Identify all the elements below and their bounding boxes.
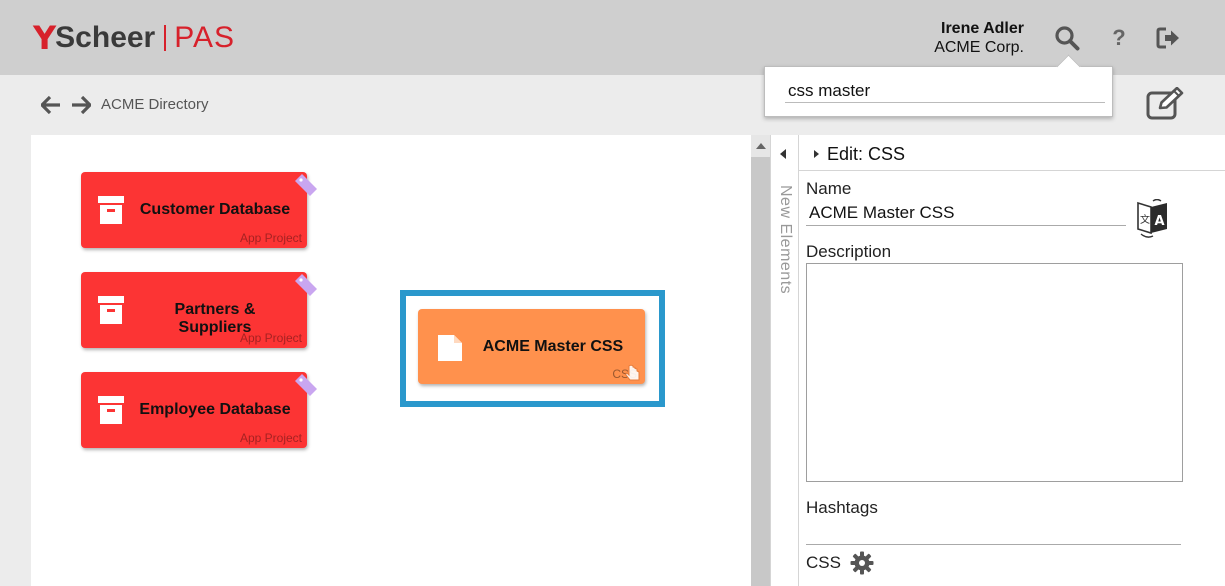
gear-icon[interactable] — [850, 551, 874, 575]
file-icon — [438, 335, 462, 361]
tag-icon — [295, 174, 317, 196]
forward-arrow-icon[interactable] — [70, 94, 92, 116]
collapse-left-icon[interactable] — [780, 149, 786, 159]
panel-title: Edit: CSS — [827, 144, 906, 164]
logout-icon[interactable] — [1155, 24, 1183, 52]
expand-caret-icon[interactable] — [814, 150, 819, 158]
breadcrumb[interactable]: ACME Directory — [101, 96, 209, 113]
hashtags-field[interactable] — [806, 518, 1181, 545]
archive-box-icon — [98, 196, 124, 224]
scroll-up-arrow-icon[interactable] — [751, 135, 770, 157]
description-label: Description — [806, 242, 892, 261]
logo-separator — [164, 25, 167, 51]
hashtags-label: Hashtags — [806, 498, 878, 517]
new-elements-label: New Elements — [777, 185, 794, 295]
logo-mark: Y — [33, 19, 56, 57]
card-acme-master-css[interactable]: ACME Master CSS CSS — [418, 309, 645, 384]
card-type-label: App Project — [239, 231, 302, 245]
tag-icon — [295, 274, 317, 296]
user-info[interactable]: Irene Adler ACME Corp. — [934, 19, 1024, 57]
card-title: Employee Database — [139, 401, 291, 418]
new-elements-tab[interactable]: New Elements — [770, 135, 798, 586]
search-input[interactable] — [785, 79, 1105, 103]
card-type-label: App Project — [239, 431, 302, 445]
archive-box-icon — [98, 296, 124, 324]
svg-text:文: 文 — [1140, 213, 1150, 226]
search-icon[interactable] — [1053, 24, 1081, 52]
description-field[interactable] — [806, 263, 1183, 482]
user-organization: ACME Corp. — [934, 39, 1024, 56]
css-label: CSS — [806, 553, 841, 572]
drag-hand-icon[interactable] — [623, 363, 643, 383]
help-glyph: ? — [1112, 25, 1126, 50]
edit-panel: Edit: CSS Name A 文 Description Hashtags … — [798, 135, 1225, 586]
selection-highlight — [400, 290, 665, 407]
scheer-pas-logo[interactable]: Y Scheer PAS — [33, 18, 235, 58]
logo-product: PAS — [174, 21, 236, 54]
top-bar: Y Scheer PAS Irene Adler ACME Corp. ? — [0, 0, 1225, 75]
translate-icon[interactable]: A 文 — [1135, 199, 1171, 239]
back-arrow-icon[interactable] — [40, 94, 62, 116]
archive-box-icon — [98, 396, 124, 424]
svg-text:A: A — [1155, 214, 1165, 229]
card-employee-database[interactable]: Employee Database App Project — [81, 372, 317, 448]
logo-brand: Scheer — [55, 21, 156, 54]
tag-icon — [295, 374, 317, 396]
user-name: Irene Adler — [941, 20, 1024, 37]
canvas-scrollbar[interactable] — [751, 135, 770, 586]
search-popup — [764, 66, 1113, 117]
edit-icon[interactable] — [1145, 86, 1185, 121]
card-title: ACME Master CSS — [482, 338, 624, 355]
card-customer-database[interactable]: Customer Database App Project — [81, 172, 317, 248]
name-field[interactable] — [806, 201, 1126, 226]
panel-header[interactable]: Edit: CSS — [799, 135, 1225, 171]
card-partners-suppliers[interactable]: Partners & Suppliers App Project — [81, 272, 317, 348]
card-title: Customer Database — [139, 201, 291, 218]
card-type-label: App Project — [239, 331, 302, 345]
name-label: Name — [806, 179, 852, 198]
card-title: Partners & Suppliers — [174, 301, 256, 336]
help-icon[interactable]: ? — [1105, 24, 1133, 52]
